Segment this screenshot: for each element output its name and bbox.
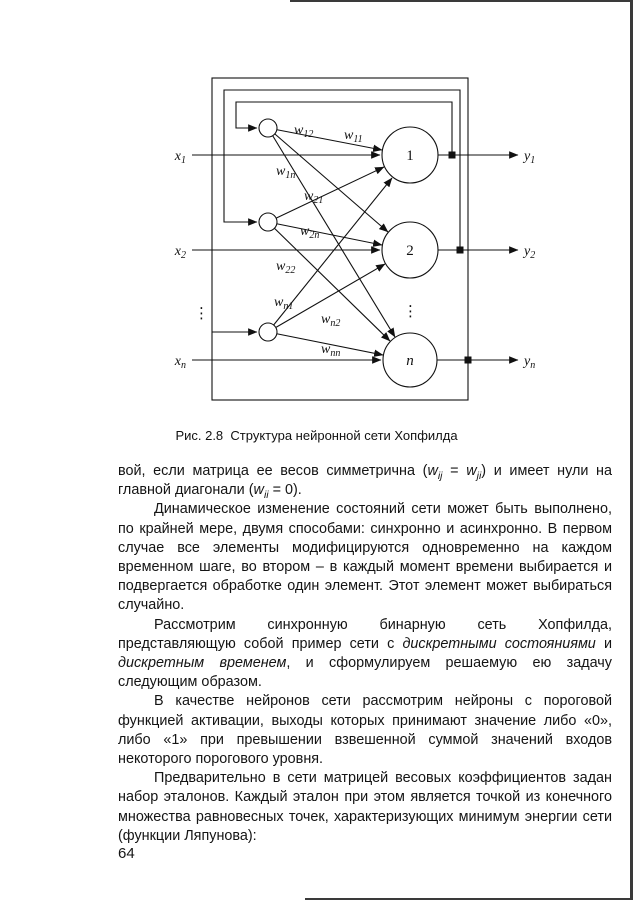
weight-label-wn1: wn1 [274,295,293,312]
paragraph: вой, если матрица ее весов симметрична (… [118,463,612,502]
delay-circle-1 [258,118,278,138]
delay-circle-n [258,322,278,342]
output-label-y2: y2 [522,244,535,261]
delay-circle-2 [258,212,278,232]
weight-line-wn2 [267,263,386,333]
feedback-loop-n [211,77,469,401]
weight-label-w1n: w1n [276,164,295,181]
weight-label-w21: w21 [304,189,323,206]
figure-caption: Рис. 2.8 Структура нейронной сети Хопфил… [175,428,458,443]
weight-label-w22: w22 [276,259,295,276]
input-label-x1: x1 [174,149,186,166]
ellipsis-inputs: ⋮ [194,304,210,322]
ellipsis-neurons: ⋮ [403,302,419,320]
page-number: 64 [118,845,135,862]
feedback-loop-1 [235,101,453,155]
feedback-loop-2 [223,89,461,250]
tap-node-yn [464,356,472,364]
weight-label-w11: w11 [344,128,363,145]
diagram-wires [192,77,519,401]
paragraph: Предварительно в сети матрицей весовых к… [118,770,612,844]
weight-line-w12 [267,127,389,233]
weight-line-w1n [267,127,396,338]
weight-label-w12: w12 [294,123,313,140]
weight-label-w2n: w2n [300,224,319,241]
paragraph: Рассмотрим синхронную бинарную сеть Хопф… [118,616,612,691]
neuron-label-2: 2 [406,243,414,259]
input-label-x2: x2 [174,244,186,261]
body-text: вой, если матрица ее весов симметрична (… [118,462,612,846]
neuron-label-n: n [406,353,414,369]
weight-line-w22 [267,221,383,247]
paragraph: Динамическое изменение состояний сети мо… [118,501,612,614]
output-label-yn: yn [522,354,535,371]
weight-line-w11 [267,127,383,152]
weight-line-wnn [267,331,384,357]
weight-line-w21 [267,166,385,223]
weight-line-w2n [267,221,391,342]
weight-label-wnn: wnn [321,342,340,359]
input-label-xn: xn [174,354,186,371]
tap-node-y1 [448,151,456,159]
weight-label-wn2: wn2 [321,312,340,329]
scan-edge-right [630,0,633,900]
hopfield-network-diagram: x1 x2 xn y1 y2 yn 1 2 n w12 w11 w1n w21 … [174,77,535,401]
scan-edge-bottom [305,898,633,900]
output-label-y1: y1 [522,149,535,166]
neuron-label-1: 1 [406,148,414,164]
tap-node-y2 [456,246,464,254]
paragraph: В качестве нейронов сети рассмотрим нейр… [118,693,612,768]
weight-line-wn1 [267,177,393,333]
scan-edge-top [290,0,633,2]
